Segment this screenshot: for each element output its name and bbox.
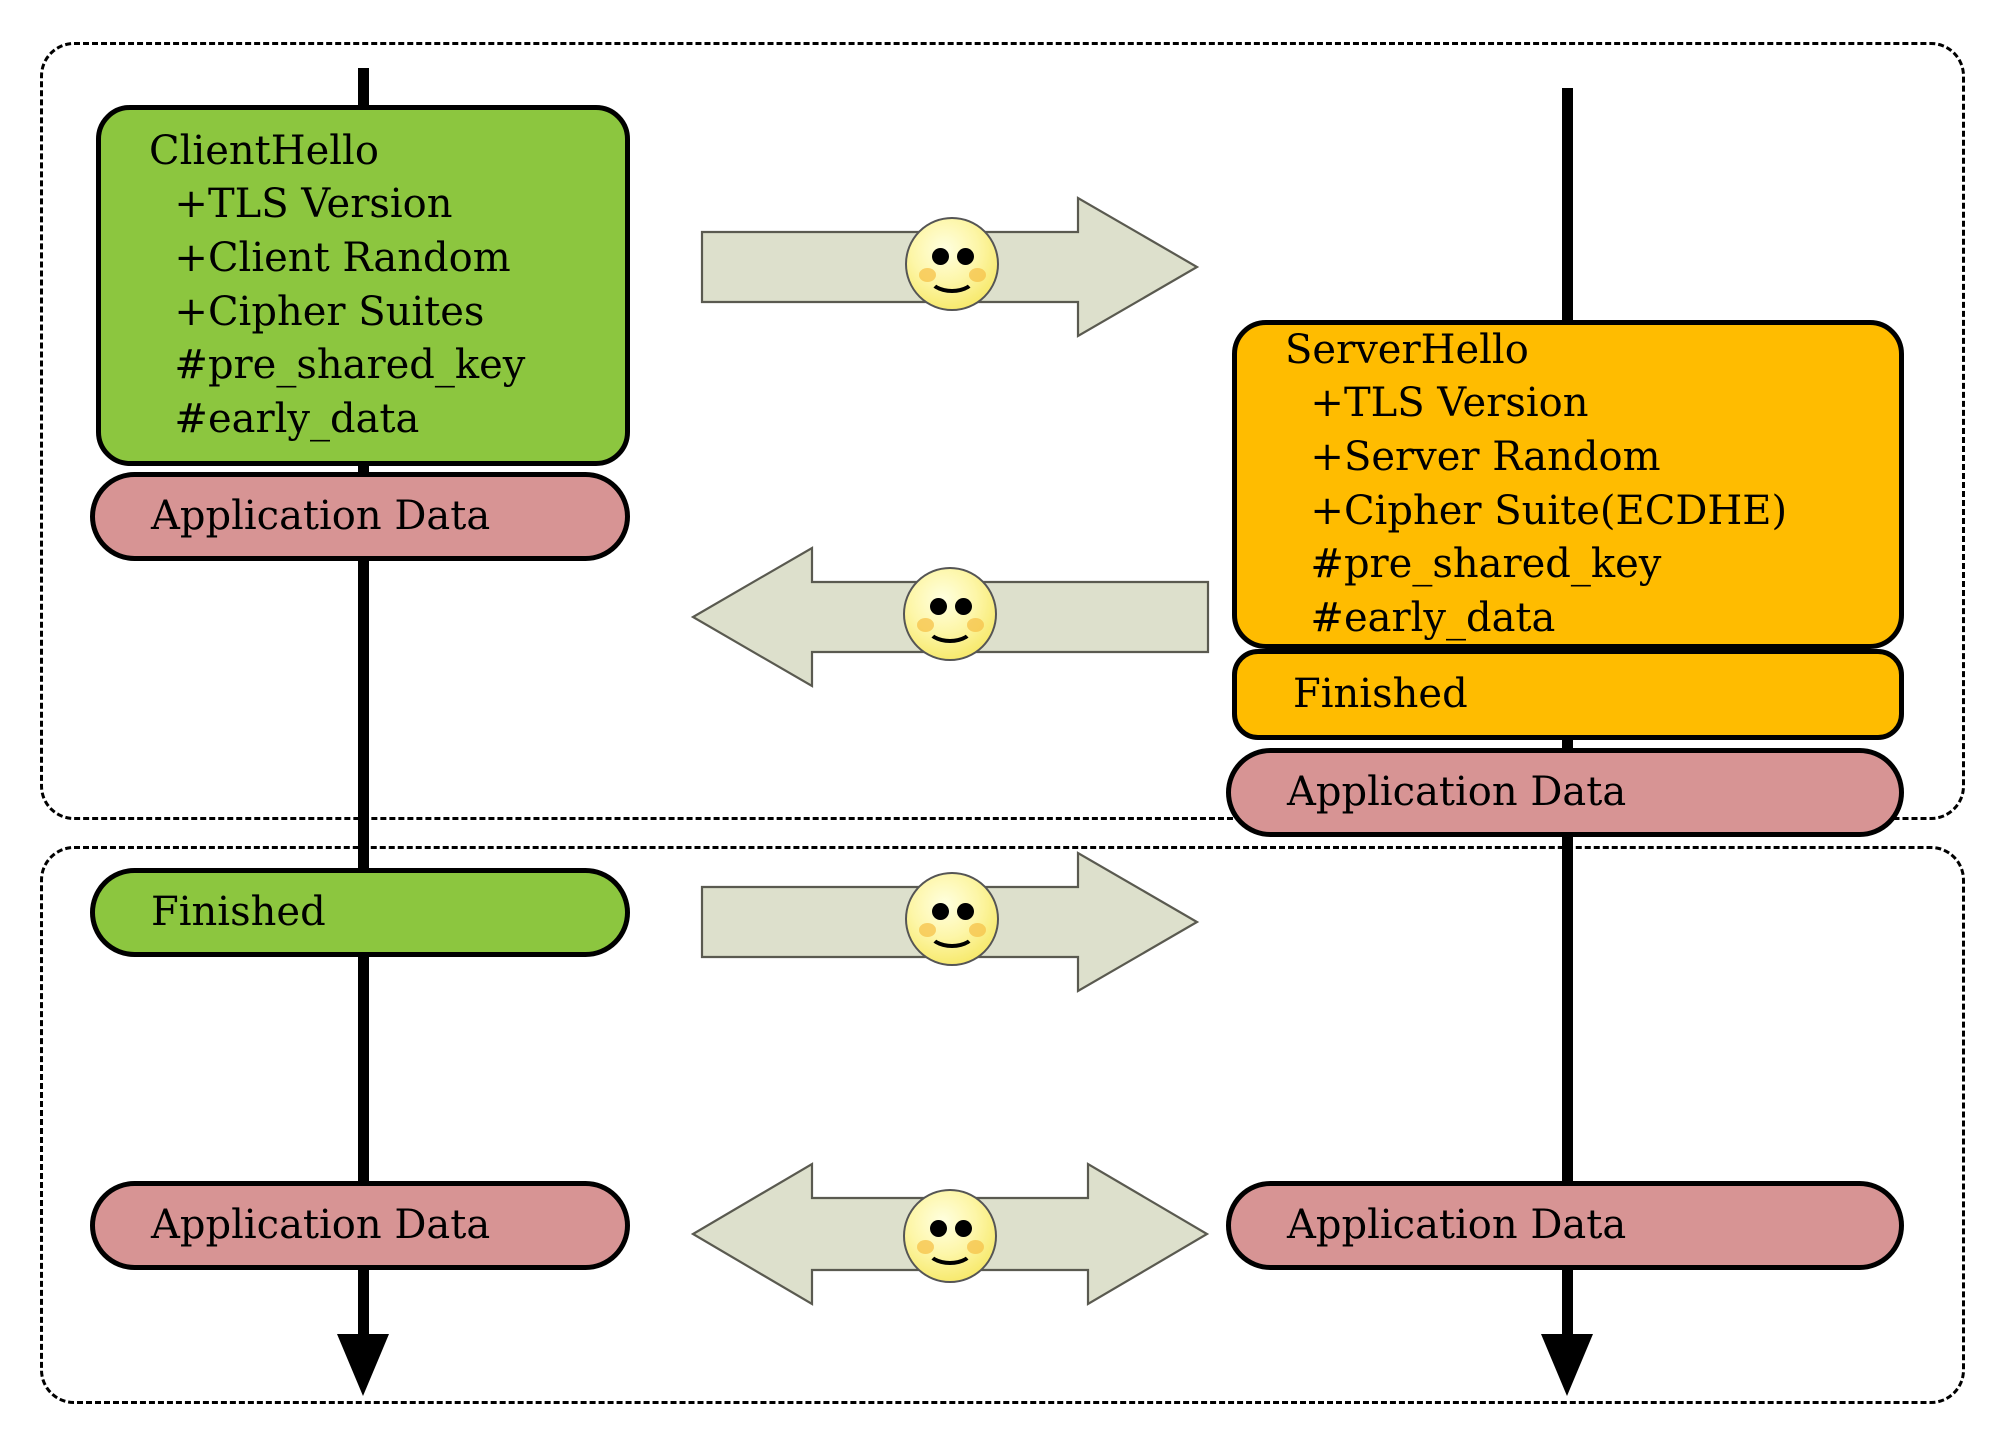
smiley-mouth-icon: [926, 1235, 974, 1265]
smiley-right-eye-icon: [955, 598, 972, 615]
server-finished-box[interactable]: Finished: [1232, 649, 1904, 740]
application-data-phase-container: [40, 846, 1965, 1404]
smiley-face-icon: [905, 872, 999, 966]
server-finished-text: Finished: [1293, 670, 1468, 717]
server-app-data-handshake-box[interactable]: Application Data: [1226, 748, 1904, 837]
client-finished-box[interactable]: Finished: [90, 868, 630, 957]
handshake-phase-container: [40, 42, 1965, 820]
server-hello-box[interactable]: ServerHello +TLS Version +Server Random …: [1232, 320, 1904, 649]
server-lifeline-arrowhead-icon: [1541, 1334, 1593, 1396]
smiley-face-icon: [903, 1189, 997, 1283]
smiley-left-eye-icon: [932, 248, 949, 265]
client-app-data-early-box[interactable]: Application Data: [90, 472, 630, 561]
smiley-mouth-icon: [926, 613, 974, 643]
client-lifeline: [358, 68, 369, 1340]
server-app-data-box[interactable]: Application Data: [1226, 1181, 1904, 1270]
smiley-right-eye-icon: [957, 903, 974, 920]
client-hello-text: ClientHello +TLS Version +Client Random …: [149, 127, 526, 442]
client-app-data-box[interactable]: Application Data: [90, 1181, 630, 1270]
client-app-data-text: Application Data: [151, 1201, 491, 1248]
smiley-left-eye-icon: [932, 903, 949, 920]
smiley-right-eye-icon: [957, 248, 974, 265]
server-app-data-text: Application Data: [1287, 1201, 1627, 1248]
server-hello-text: ServerHello +TLS Version +Server Random …: [1285, 326, 1788, 641]
smiley-face-icon: [905, 217, 999, 311]
server-app-data-handshake-text: Application Data: [1287, 768, 1627, 815]
smiley-mouth-icon: [928, 918, 976, 948]
client-hello-box[interactable]: ClientHello +TLS Version +Client Random …: [96, 105, 630, 466]
smiley-left-eye-icon: [930, 598, 947, 615]
client-finished-text: Finished: [151, 888, 326, 935]
smiley-mouth-icon: [928, 263, 976, 293]
smiley-face-icon: [903, 567, 997, 661]
smiley-right-eye-icon: [955, 1220, 972, 1237]
client-app-data-early-text: Application Data: [151, 492, 491, 539]
client-lifeline-arrowhead-icon: [337, 1334, 389, 1396]
smiley-left-eye-icon: [930, 1220, 947, 1237]
